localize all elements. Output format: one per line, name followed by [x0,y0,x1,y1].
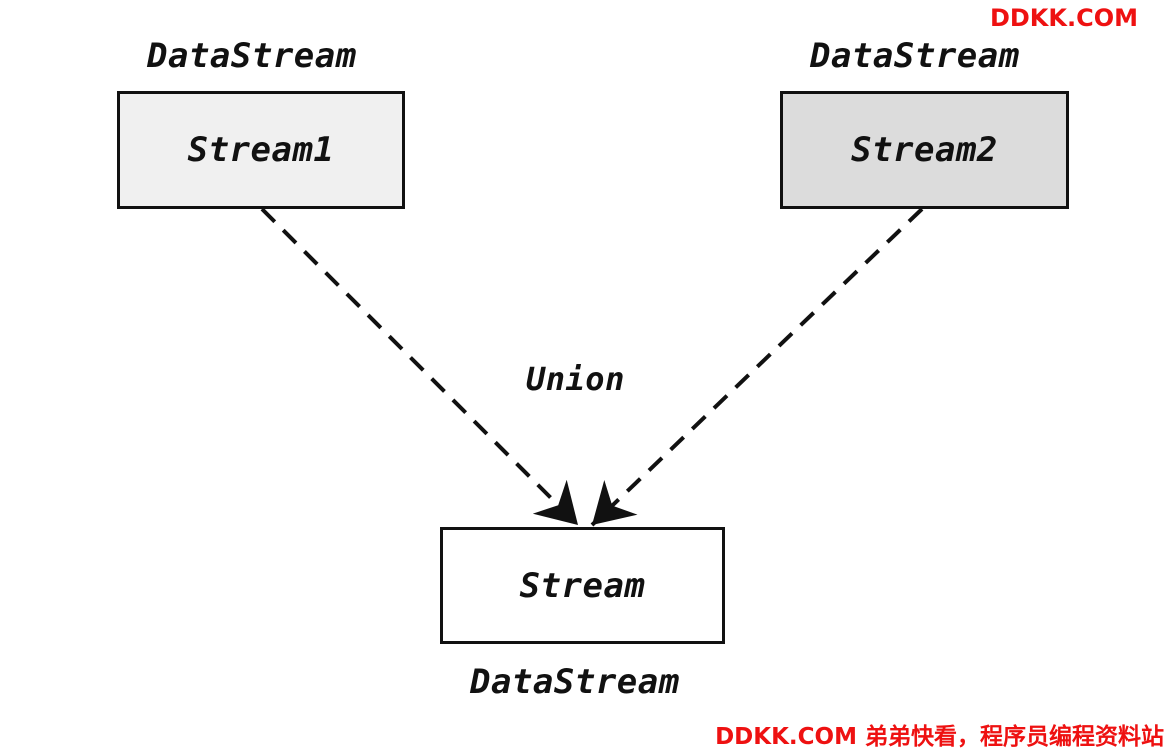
left-type-label: DataStream [147,36,357,76]
stream1-node: Stream1 [117,91,405,209]
stream2-label: Stream2 [851,130,998,170]
watermark-bottom: DDKK.COM 弟弟快看，程序员编程资料站 [715,724,1164,750]
right-type-label: DataStream [810,36,1020,76]
stream2-node: Stream2 [780,91,1069,209]
watermark-top: DDKK.COM [989,4,1138,32]
result-stream-node: Stream [440,527,725,644]
stream1-label: Stream1 [187,130,335,170]
result-stream-label: Stream [519,565,646,606]
edge-stream2-to-stream [590,207,924,527]
result-type-label: DataStream [470,662,680,702]
union-label: Union [526,360,625,398]
edge-stream1-to-stream [260,207,580,527]
